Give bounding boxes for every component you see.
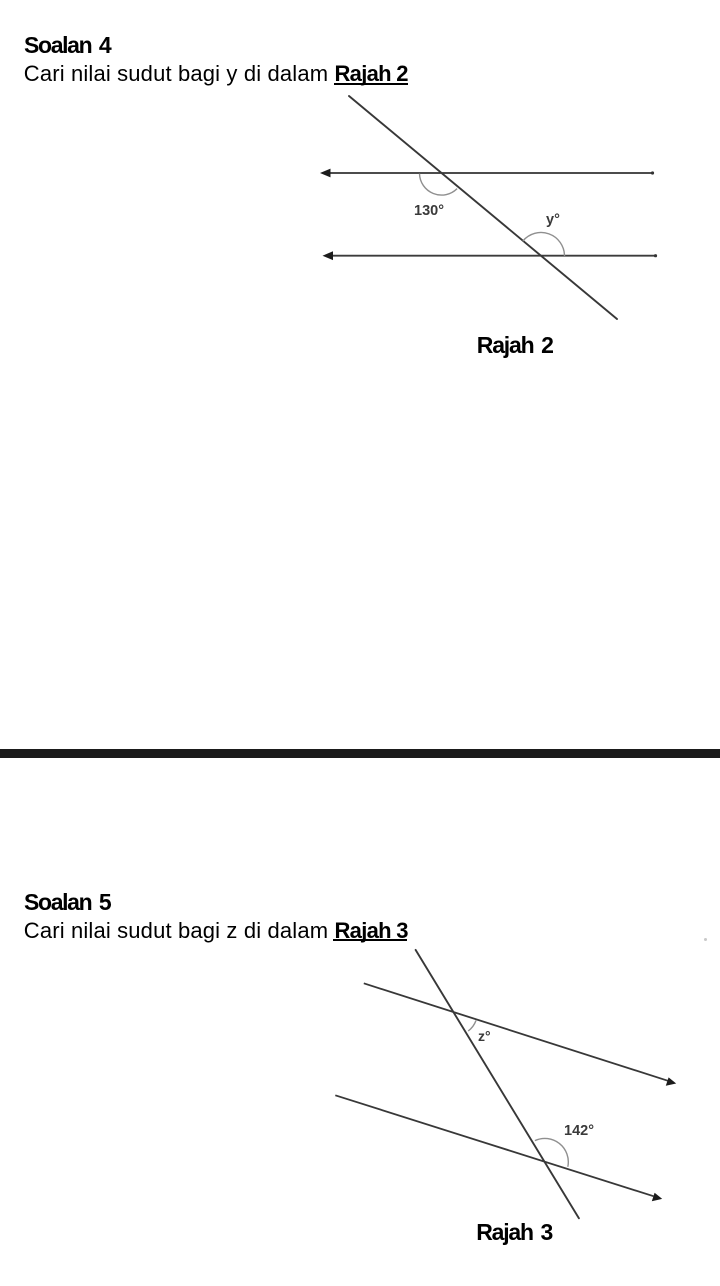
svg-text:142°: 142° bbox=[564, 1123, 594, 1139]
svg-text:z°: z° bbox=[478, 1028, 491, 1044]
svg-text:y°: y° bbox=[546, 212, 560, 228]
svg-text:130°: 130° bbox=[414, 203, 444, 219]
